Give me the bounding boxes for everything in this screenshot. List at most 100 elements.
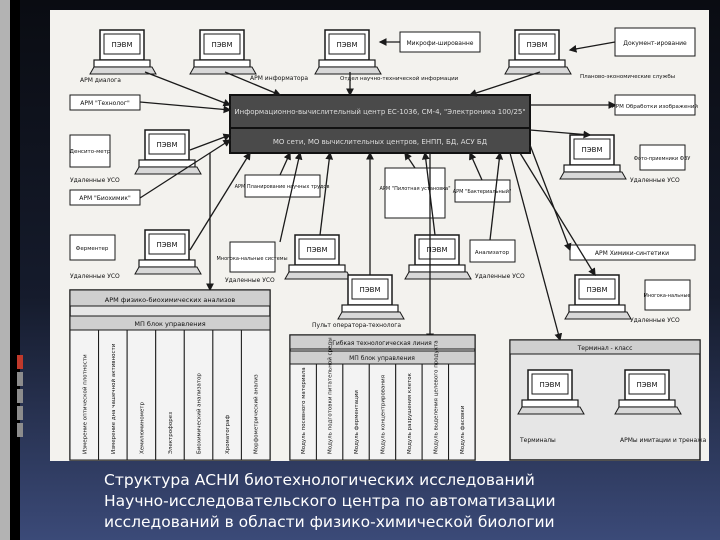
svg-text:ПЭВМ: ПЭВМ (157, 141, 178, 149)
label-remote-uso-1: Удаленные УСО (70, 177, 120, 184)
column-label: Модуль выделения целевого продукта (433, 340, 439, 454)
column-cell (69, 329, 100, 461)
label-fzu: Фото-приемники ФЗУ (634, 156, 691, 162)
hub-top-text: Информационно-вычислительный центр ЕС-10… (234, 108, 525, 116)
block-mid-title: Гибкая технологическая линия (332, 340, 432, 347)
column-cell (368, 363, 397, 461)
block-mid-control: МП блок управления (349, 355, 415, 362)
label-densitometer: Денсито-метр (70, 149, 111, 155)
column-label: Электрофорез (168, 412, 174, 454)
column-label: Измерение оптической плотности (81, 354, 88, 454)
svg-text:ПЭВМ: ПЭВМ (540, 381, 561, 389)
label-remote-uso-5: Удаленные УСО (630, 177, 680, 184)
label-multichannel2: Многока-нальные (644, 293, 691, 299)
pc-left-2: ПЭВМ (134, 229, 202, 275)
multichannel-box (229, 241, 276, 273)
hub-bottom-text: МО сети, МО вычислительных центров, ЕНПП… (273, 138, 488, 146)
column-label: Модуль разрушения клеток (407, 372, 413, 454)
label-analyzer: Анализатор (475, 250, 510, 256)
label-document: Документ-ирование (623, 40, 687, 47)
label-arm-dialog: АРМ диалога (80, 77, 121, 84)
slide-caption: Структура АСНИ биотехнологических исслед… (104, 470, 704, 533)
pc-operator: ПЭВМ (337, 274, 405, 320)
caption-line-2: Научно-исследовательского центра по авто… (104, 492, 556, 510)
accent-strip (0, 0, 10, 540)
tick-gray-2 (17, 389, 23, 403)
column-cell (155, 329, 185, 461)
label-info-dept: Отдел научно-технической информации (340, 75, 459, 82)
column-cell (126, 329, 157, 461)
label-arm-pilot: АРМ "Пилотная установка" (379, 186, 450, 192)
hub-box (229, 94, 531, 154)
caption-line-1: Структура АСНИ биотехнологических исслед… (104, 471, 535, 489)
label-arm-bacterial: АРМ "Бактериальный" (453, 188, 512, 195)
fzu-box (639, 144, 686, 171)
fermenter-box (69, 234, 116, 261)
column-cell (395, 363, 423, 461)
multichannel2-box (644, 279, 691, 311)
column-label: Модуль концентрирования (381, 375, 387, 454)
label-terminals: Терминалы (519, 437, 556, 444)
label-arm-inform: АРМ информатора (250, 75, 308, 82)
block-left-title: АРМ физико-биохимических анализов (105, 296, 236, 304)
column-label: Хроматограф (225, 415, 231, 454)
tick-gray-4 (17, 423, 23, 437)
caption-line-3: исследований в области физико-химической… (104, 513, 555, 531)
pc-right-2: ПЭВМ (564, 274, 632, 320)
column-cell (448, 363, 476, 461)
column-label: Модуль ферментации (354, 390, 360, 454)
svg-text:ПЭВМ: ПЭВМ (157, 241, 178, 249)
terminal-pc-1: ПЭВМ (517, 369, 585, 415)
pc-mid-2: ПЭВМ (404, 234, 472, 280)
label-multichannel: Многока-нальные системы (216, 256, 287, 262)
block-right-title: Терминал - класс (577, 345, 633, 352)
label-remote-uso-6: Удаленные УСО (630, 317, 680, 324)
label-remote-uso-4: Удаленные УСО (475, 273, 525, 280)
analyzer-box (469, 239, 516, 263)
svg-text:ПЭВМ: ПЭВМ (527, 41, 548, 49)
label-arm-chemical: АРМ Химики-синтетики (595, 250, 669, 257)
label-planning: Планово-экономические службы (580, 74, 675, 80)
block-flexible-line: Гибкая технологическая линия МП блок упр… (289, 334, 476, 461)
svg-text:ПЭВМ: ПЭВМ (587, 286, 608, 294)
column-label: Модуль фасовки (460, 405, 466, 454)
column-cell (240, 329, 271, 461)
label-arm-biochemist: АРМ "Биохимик" (79, 195, 131, 202)
svg-text:ПЭВМ: ПЭВМ (337, 41, 358, 49)
column-label: Морфометрический анализ (253, 374, 260, 454)
svg-text:ПЭВМ: ПЭВМ (307, 246, 328, 254)
tick-gray-3 (17, 406, 23, 420)
arm-planner-box (244, 174, 321, 198)
label-microfilm: Микрофи-шированне (407, 40, 474, 47)
pc-right-1: ПЭВМ (559, 134, 627, 180)
arm-pilot-box (384, 167, 446, 219)
block-left-control: МП блок управления (134, 320, 205, 328)
label-operator-panel: Пульт оператора-технолога (312, 322, 401, 329)
label-fermenter: Ферментер (76, 246, 109, 252)
svg-text:ПЭВМ: ПЭВМ (582, 146, 603, 154)
label-arm-training: АРМы имитации и тренажа (620, 437, 707, 444)
svg-text:ПЭВМ: ПЭВМ (212, 41, 233, 49)
column-cell (212, 329, 242, 461)
svg-text:ПЭВМ: ПЭВМ (360, 286, 381, 294)
svg-text:ПЭВМ: ПЭВМ (427, 246, 448, 254)
column-cell (98, 329, 128, 461)
arm-chemical-box (569, 244, 696, 261)
column-cell (183, 329, 214, 461)
block-terminal-class: Терминал - класс ПЭВМ ПЭВМ Терминалы АРМ… (509, 339, 707, 461)
block-physico-biochem: АРМ физико-биохимических анализов МП бло… (69, 289, 271, 461)
label-arm-processing: АРМ Обработки изображений (612, 103, 698, 110)
diagram-svg: Информационно-вычислительный центр ЕС-10… (69, 27, 707, 461)
column-label: Хемилюминометр (139, 402, 145, 454)
column-label: Измерение дна чашечной активности (110, 343, 117, 454)
tick-red (17, 355, 23, 369)
column-cell (421, 363, 450, 461)
svg-text:ПЭВМ: ПЭВМ (637, 381, 658, 389)
column-label: Модуль подготовки питательной среды (327, 337, 334, 454)
densitometer-box (69, 134, 111, 168)
connections (139, 38, 617, 342)
column-label: Биохимический анализатор (196, 373, 203, 454)
pc-left-1: ПЭВМ (134, 129, 202, 175)
label-arm-planner: АРМ Планирование научных трудов (235, 184, 330, 190)
svg-text:ПЭВМ: ПЭВМ (112, 41, 133, 49)
